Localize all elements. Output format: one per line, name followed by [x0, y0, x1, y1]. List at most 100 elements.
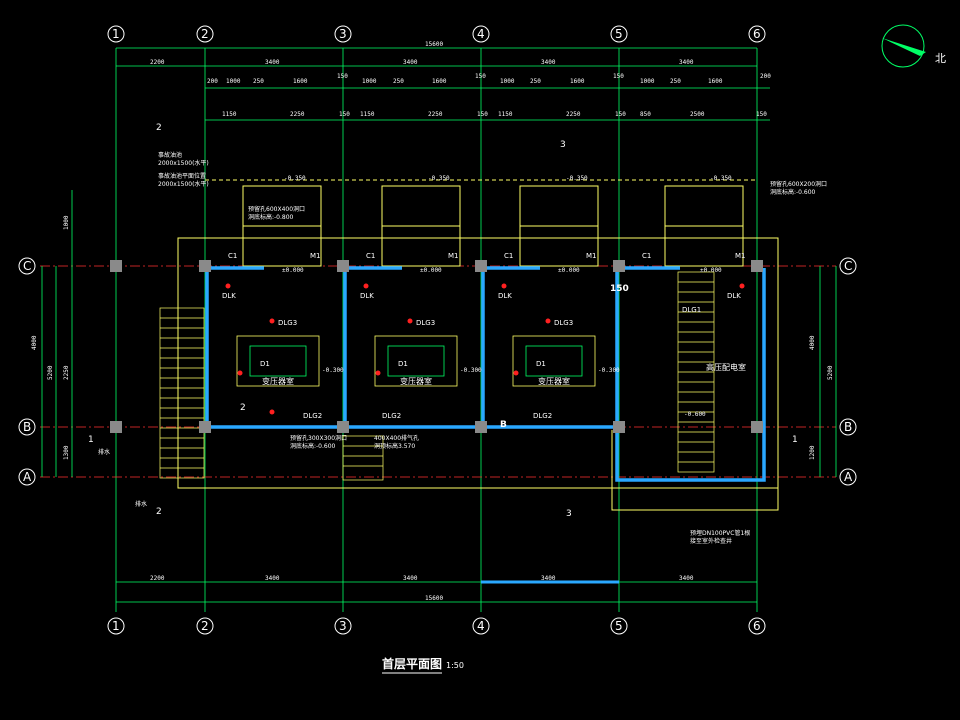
elev-8: -0.300 [322, 367, 344, 374]
axis-bubble-bottom-1: 1 [107, 617, 125, 635]
section-mark-5: 3 [560, 140, 566, 150]
overall-dimension-bottom: 15600 [425, 595, 443, 602]
tag-dlk-3: DLK [498, 292, 512, 300]
tag-dlg2-2: DLG2 [382, 412, 401, 420]
r2-dim-16: 200 [760, 73, 771, 80]
drawing-scale-text: 1:50 [446, 661, 464, 670]
axis-bubble-right-b: B [839, 418, 857, 436]
section-mark-0: 1 [88, 435, 94, 445]
svg-text:6: 6 [753, 619, 761, 633]
tag-dlg2-1: DLG2 [303, 412, 322, 420]
r3-dim-8: 150 [615, 111, 626, 118]
room-labels: 变压器室 变压器室 变压器室 高压配电室 [262, 362, 746, 386]
callout-150: 150 [610, 284, 629, 294]
r2-dim-13: 1000 [640, 78, 655, 85]
building-outline [177, 179, 779, 511]
note-2: 事故油池平面位置 [158, 172, 206, 180]
callout-b: B [500, 420, 507, 430]
tag-d1-1: D1 [260, 360, 270, 368]
svg-text:6: 6 [753, 27, 761, 41]
r3-dim-1: 2250 [290, 111, 305, 118]
overall-dimension-top: 15600 [425, 41, 443, 48]
drawing-title: 首层平面图 1:50 [382, 656, 464, 674]
r3-dim-5: 150 [477, 111, 488, 118]
tag-m1-3: M1 [586, 252, 597, 260]
tag-c1-3: C1 [504, 252, 513, 260]
bay-dim-4: 3400 [541, 59, 556, 66]
equipment-tags: DLK DLK DLK DLK DLG3 DLG3 DLG3 DLG2 DLG2… [222, 252, 746, 430]
svg-text:C: C [844, 259, 852, 273]
bottom-dimension-rows: 2200 3400 3400 3400 3400 15600 [116, 575, 757, 603]
r3-dim-4: 2250 [428, 111, 443, 118]
svg-text:B: B [23, 420, 31, 434]
elev-11: -0.600 [684, 411, 706, 418]
note-4: 预留孔600X400洞口 [248, 205, 305, 213]
r3-dim-6: 1150 [498, 111, 513, 118]
room-label-1: 变压器室 [262, 376, 294, 386]
elev-5: ±0.000 [420, 267, 442, 274]
svg-text:4: 4 [477, 27, 485, 41]
tag-dlg3-3: DLG3 [554, 319, 573, 327]
bottom-bay-dim-1: 2200 [150, 575, 165, 582]
bay-dim-3: 3400 [403, 59, 418, 66]
tag-c1-1: C1 [228, 252, 237, 260]
structural-columns [110, 260, 763, 433]
note-8: 400X400排气孔 [374, 434, 419, 442]
svg-text:A: A [23, 470, 32, 484]
tag-c1-4: C1 [642, 252, 651, 260]
note-10: 预留孔600X200洞口 [770, 180, 827, 188]
bay-dim-1: 2200 [150, 59, 165, 66]
vertical-grid-lines [115, 48, 758, 612]
svg-text:1: 1 [112, 27, 120, 41]
exterior-stairs [159, 271, 715, 481]
section-marks: 1 1 2 2 2 3 3 [88, 123, 798, 519]
r2-dim-0: 200 [207, 78, 218, 85]
note-3: 2000x1500(水平) [158, 180, 209, 188]
left-dim-3: 2250 [63, 365, 70, 380]
bay-dim-2: 3400 [265, 59, 280, 66]
right-dim-1: 5200 [827, 365, 834, 380]
note-14: 排水 [98, 448, 110, 456]
left-dim-4: 1300 [63, 445, 70, 460]
tag-m1-1: M1 [310, 252, 321, 260]
section-mark-4: 2 [240, 403, 246, 413]
right-dim-0: 4000 [809, 335, 816, 350]
room-label-4: 高压配电室 [706, 362, 746, 372]
svg-text:5: 5 [615, 619, 623, 633]
side-dimension-columns: 4000 5200 1000 2250 1300 4000 5200 1200 [31, 190, 837, 477]
r2-dim-8: 150 [475, 73, 486, 80]
axis-bubble-bottom-2: 2 [196, 617, 214, 635]
section-mark-1: 1 [792, 435, 798, 445]
section-mark-2: 2 [156, 123, 162, 133]
tag-dlk-4: DLK [727, 292, 741, 300]
r2-dim-14: 250 [670, 78, 681, 85]
tag-dlg1: DLG1 [682, 306, 701, 314]
r2-dim-5: 1000 [362, 78, 377, 85]
north-label: 北 [935, 52, 946, 65]
left-dim-0: 4000 [31, 335, 38, 350]
elev-4: ±0.000 [282, 267, 304, 274]
elev-9: -0.300 [460, 367, 482, 374]
axis-bubble-top-3: 3 [334, 25, 352, 43]
elev-10: -0.300 [598, 367, 620, 374]
note-7: 洞底标高:-0.600 [290, 442, 336, 450]
tag-dlk-2: DLK [360, 292, 374, 300]
note-1: 2000x1500(水平) [158, 159, 209, 167]
elev-3: -0.350 [710, 175, 732, 182]
section-mark-3: 2 [156, 507, 162, 517]
tag-c1-2: C1 [366, 252, 375, 260]
svg-text:3: 3 [339, 27, 347, 41]
tag-d1-3: D1 [536, 360, 546, 368]
tag-dlk-1: DLK [222, 292, 236, 300]
room-label-2: 变压器室 [400, 376, 432, 386]
elev-6: ±0.000 [558, 267, 580, 274]
r3-dim-10: 2500 [690, 111, 705, 118]
elev-0: -0.350 [284, 175, 306, 182]
r2-dim-2: 250 [253, 78, 264, 85]
r3-dim-0: 1150 [222, 111, 237, 118]
north-arrow: 北 [881, 24, 946, 68]
r3-dim-11: 150 [756, 111, 767, 118]
axis-bubble-bottom-5: 5 [610, 617, 628, 635]
annotation-notes: 事故油池 2000x1500(水平) 事故油池平面位置 2000x1500(水平… [98, 151, 827, 545]
